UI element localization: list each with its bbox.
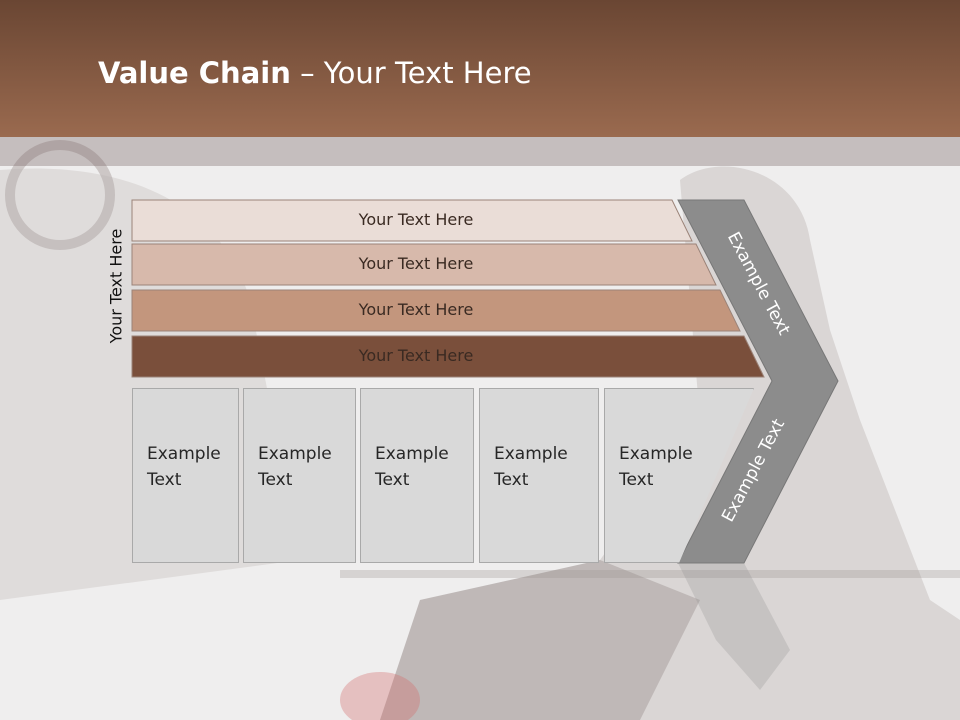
- page-title: Value Chain – Your Text Here: [98, 56, 532, 90]
- activity-label-line1: Example: [375, 444, 449, 464]
- chain-bar: [131, 199, 693, 242]
- activity-label-line2: Text: [375, 470, 410, 490]
- activity-label-line1: Example: [258, 444, 332, 464]
- chain-bar: [131, 243, 717, 286]
- chain-bar-label: Your Text Here: [358, 210, 474, 229]
- activity-label-line1: Example: [619, 444, 693, 464]
- title-bold: Value Chain: [98, 56, 291, 90]
- chain-bar: [131, 335, 765, 378]
- activity-label-line1: Example: [147, 444, 221, 464]
- chevron-reflection: [678, 563, 790, 690]
- header-bar: [0, 0, 960, 137]
- chevron-shape: [677, 199, 839, 564]
- activity-label-line2: Text: [147, 470, 182, 490]
- activity-label-line2: Text: [494, 470, 529, 490]
- chain-bar-label: Your Text Here: [358, 300, 474, 319]
- chain-bar-label: Your Text Here: [358, 254, 474, 273]
- activity-label-line2: Text: [258, 470, 293, 490]
- header-shadow-band: [0, 137, 960, 166]
- chain-bar: [131, 289, 741, 332]
- title-rest: – Your Text Here: [290, 56, 532, 90]
- activity-label-line2: Text: [619, 470, 654, 490]
- activity-label-line1: Example: [494, 444, 568, 464]
- chain-bar-label: Your Text Here: [358, 346, 474, 365]
